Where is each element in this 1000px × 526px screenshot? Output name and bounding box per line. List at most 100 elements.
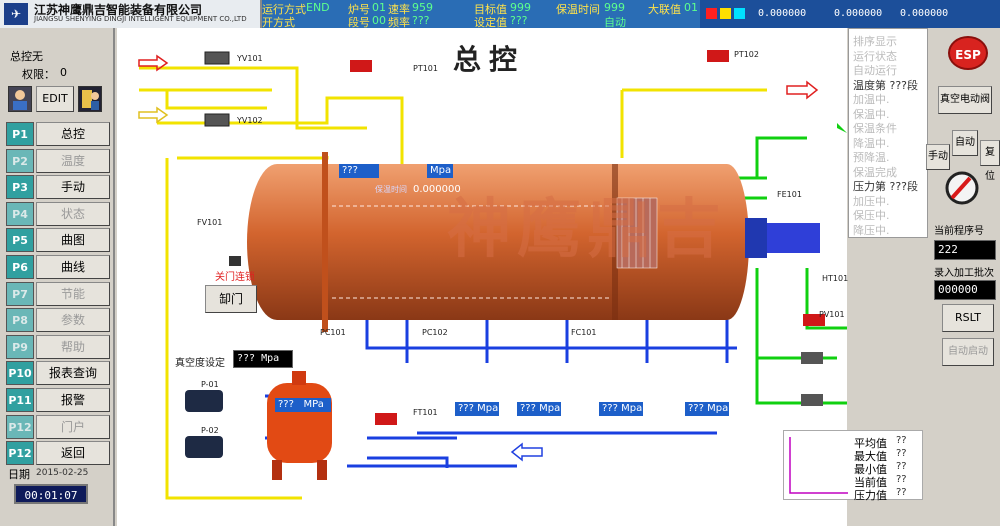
run-mode-value: END — [306, 1, 330, 14]
page-button-tag: P2 — [6, 148, 34, 173]
page-button-tag: P6 — [6, 255, 34, 279]
rate-value: ??? — [412, 14, 430, 27]
statistics-panel: 平均值??最大值??最小值??当前值??压力值?? — [783, 430, 923, 502]
mode-selector-knob-icon[interactable] — [944, 170, 980, 206]
valve-tag-pc102: PC102 — [422, 328, 448, 337]
page-button-label: 手动 — [36, 175, 110, 200]
process-diagram: 总控 神鹰鼎吉 ??? Mpa 保温时间 0.000000 缷门 关门连锁 真空… — [117, 28, 848, 526]
valve-tag-pc101: PC101 — [320, 328, 346, 337]
flow-display-3: ??? Mpa — [599, 402, 643, 416]
valve-tag-fe101: FE101 — [777, 190, 802, 199]
user-logout-icon[interactable] — [78, 86, 102, 112]
status-line: 保温条件 — [853, 122, 897, 135]
status-line: 加压中. — [853, 194, 890, 208]
door-lock-indicator — [229, 256, 241, 266]
page-button-tag: P10 — [6, 361, 34, 386]
edit-button[interactable]: EDIT — [36, 86, 74, 112]
stage-value: 00 — [372, 14, 386, 27]
indicator-red — [706, 8, 717, 19]
big-value: 01 — [684, 1, 698, 14]
stat-value: ?? — [896, 461, 907, 472]
valve-tag-pv101: PV101 — [819, 310, 845, 319]
top-readout-box: 0.000000 0.000000 0.000000 — [700, 0, 1000, 28]
page-button-tag: P7 — [6, 281, 34, 306]
valve-tag-fc101: FC101 — [571, 328, 597, 337]
pump-label-1: P-01 — [201, 380, 219, 389]
stat-label: 最大值 — [854, 450, 887, 463]
page-button-label: 返回 — [36, 441, 110, 466]
rate-label: 频率 — [388, 16, 410, 29]
valve-tag-yv102: YV102 — [237, 116, 263, 125]
auto-mode-button[interactable]: 自动 — [952, 130, 978, 156]
rslt-button[interactable]: RSLT — [942, 304, 994, 332]
indicator-yellow — [720, 8, 731, 19]
mini-trend-icon — [789, 437, 848, 494]
page-button-label: 帮助 — [36, 334, 110, 359]
page-button-tag: P11 — [6, 388, 34, 412]
page-button-label: 报表查询 — [36, 361, 110, 386]
reset-button[interactable]: 复位 — [980, 140, 1000, 182]
hold-time-value: 0.000000 — [413, 184, 461, 195]
page-button-label: 状态 — [36, 201, 110, 226]
stat-value: ?? — [896, 487, 907, 498]
stat-value: ?? — [896, 448, 907, 459]
valve-tag-fv101: FV101 — [197, 218, 223, 227]
status-value: 自动 — [604, 16, 626, 29]
clock-display: 00:01:07 — [14, 484, 88, 504]
program-number-input[interactable]: 222 — [934, 240, 996, 260]
date-value: 2015-02-25 — [36, 468, 89, 478]
vacuum-setpoint-input[interactable]: ??? Mpa — [233, 350, 293, 368]
batch-input[interactable]: 000000 — [934, 280, 996, 300]
vacuum-valve-button[interactable]: 真空电动阀 — [938, 86, 992, 114]
status-line: 自动运行 — [853, 64, 897, 77]
status-line: 加温中. — [853, 93, 890, 106]
status-line: 保温中. — [853, 107, 890, 121]
status-line: 降压中. — [853, 223, 890, 237]
top-status-bar: ✈ 江苏神鹰鼎吉智能装备有限公司 JIANGSU SHENYING DINGJI… — [0, 0, 1000, 29]
setpoint-value: ??? — [510, 14, 528, 27]
flow-display-1: ??? Mpa — [455, 402, 499, 416]
user-label: 总控无 — [10, 50, 43, 63]
manual-mode-button[interactable]: 手动 — [926, 144, 950, 170]
vacuum-tank-display: ??? MPa — [275, 398, 331, 412]
door-button[interactable]: 缷门 — [205, 285, 257, 313]
company-name-cn: 江苏神鹰鼎吉智能装备有限公司 — [34, 3, 203, 17]
readout-2: 0.000000 — [834, 8, 883, 19]
page-button-tag: P1 — [6, 122, 34, 146]
user-login-icon[interactable] — [8, 86, 32, 112]
page-button-label: 参数 — [36, 308, 110, 333]
page-button-tag: P4 — [6, 201, 34, 226]
setpoint-label: 设定值 — [474, 16, 507, 29]
valve-tag-yv101: YV101 — [237, 54, 263, 63]
auto-start-button[interactable]: 自动启动 — [942, 338, 994, 366]
emergency-stop-button[interactable]: ESP — [948, 36, 988, 70]
stat-label: 最小值 — [854, 463, 887, 476]
page-button-label: 温度 — [36, 148, 110, 173]
page-title: 总控 — [453, 43, 526, 76]
vessel-pressure-unit: Mpa — [427, 164, 453, 178]
page-button-label: 总控 — [36, 122, 110, 146]
big-label: 大联值 — [648, 3, 681, 16]
batch-label: 录入加工批次 — [934, 268, 994, 279]
status-line: 运行状态 — [853, 49, 897, 63]
stage-label: 段号 — [348, 16, 370, 29]
vessel-temp-display: ??? — [339, 164, 379, 178]
company-watermark: 神鹰鼎吉 — [447, 193, 727, 267]
stat-label: 平均值 — [854, 437, 887, 450]
flow-display-2: ??? Mpa — [517, 402, 561, 416]
open-mode-label: 开方式 — [262, 16, 295, 29]
